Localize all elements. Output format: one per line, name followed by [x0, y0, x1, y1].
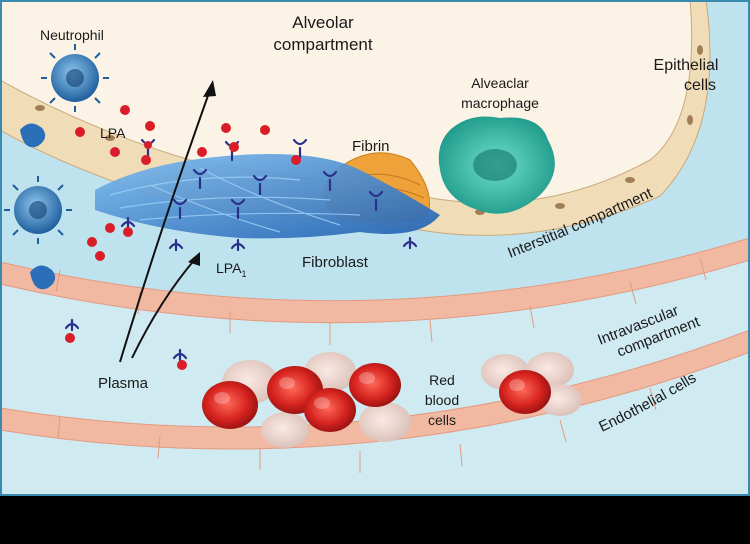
platelet-icons — [20, 123, 56, 290]
figure-frame — [0, 0, 750, 496]
fibroblast-label: Fibroblast — [302, 254, 369, 271]
lpa-label: LPA — [100, 125, 126, 141]
macrophage-label-line2: macrophage — [461, 95, 539, 111]
arrow-head-icon — [203, 80, 216, 97]
arrow-head-icon-2 — [188, 252, 200, 266]
fibrin-label: Fibrin — [352, 138, 390, 155]
lpa-receptor-icons — [64, 138, 418, 362]
neutrophil-icon-2 — [4, 176, 72, 244]
plasma-label: Plasma — [98, 375, 149, 392]
endothelial-wall-upper — [0, 237, 750, 324]
epithelial-nuclei — [35, 45, 703, 215]
lpa1-label: LPA1 — [216, 260, 246, 279]
macrophage-nucleus — [473, 149, 517, 181]
fibroblast-texture — [109, 167, 361, 233]
alveolar-label-line1: Alveolar — [292, 13, 354, 32]
rbc-label-line2: blood — [425, 392, 459, 408]
alveolar-label-line2: compartment — [273, 35, 372, 54]
plasma-arrows — [119, 89, 211, 363]
neutrophil-icon — [41, 44, 109, 112]
macrophage-label-line1: Alveaclar — [471, 75, 529, 91]
epithelial-label-line1: Epithelial — [654, 57, 719, 74]
lpa-molecules — [65, 105, 301, 370]
rbc-label-line1: Red — [429, 372, 455, 388]
neutrophil-label: Neutrophil — [40, 27, 104, 43]
epithelial-label-line2: cells — [684, 77, 716, 94]
red-blood-cells — [202, 352, 582, 448]
rbc-label-line3: cells — [428, 412, 456, 428]
